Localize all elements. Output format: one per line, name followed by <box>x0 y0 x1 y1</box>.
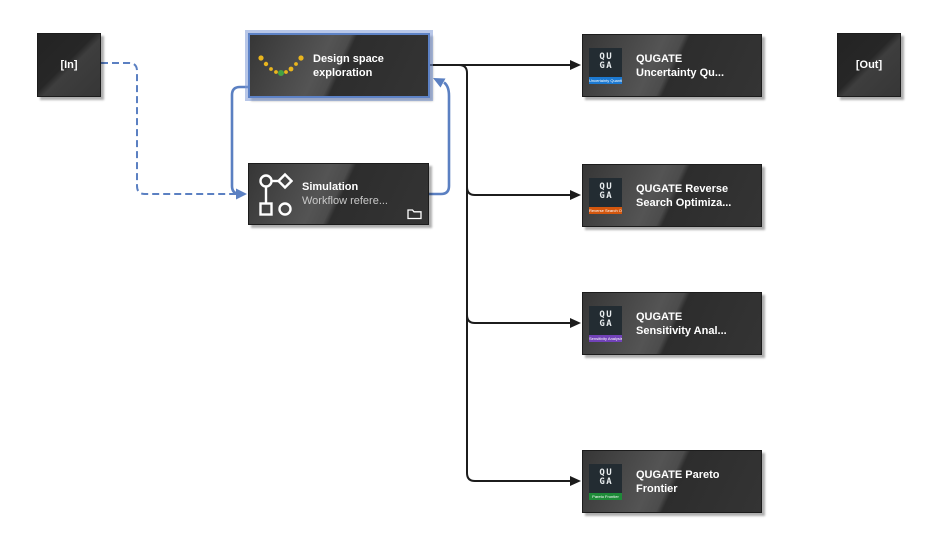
wire-design-to-qugate-rso[interactable] <box>466 186 570 196</box>
qugate-rso-banner: Reverse Search Optimization <box>589 206 622 214</box>
qugate-pareto-icon: QU GA Pareto Frontier <box>589 463 622 500</box>
wire-design-to-qugate-pareto[interactable] <box>458 64 570 482</box>
node-qugate-uq-label: QUGATE Uncertainty Qu... <box>636 52 725 79</box>
node-qugate-uncertainty-quantification[interactable]: QU GA Uncertainty Quantification QUGATE … <box>582 34 762 97</box>
qugate-sa-banner: Sensitivity Analysis <box>589 334 622 342</box>
qugate-pareto-banner: Pareto Frontier <box>589 492 622 500</box>
node-design-space-exploration[interactable]: Design space exploration <box>248 33 430 98</box>
green-dot-icon <box>278 69 284 76</box>
node-in[interactable]: [In] <box>37 33 101 97</box>
node-qugate-rso-label: QUGATE Reverse Search Optimiza... <box>636 182 732 209</box>
folder-icon <box>407 209 422 220</box>
node-out-label: [Out] <box>855 59 883 71</box>
node-qugate-sensitivity-analysis[interactable]: QU GA Sensitivity Analysis QUGATE Sensit… <box>582 292 762 355</box>
arrowhead-qugate-sa-icon <box>570 318 581 328</box>
wire-in-to-simulation[interactable] <box>101 62 236 195</box>
node-qugate-reverse-search-optimization[interactable]: QU GA Reverse Search Optimization QUGATE… <box>582 164 762 227</box>
node-design-label: Design space exploration <box>313 52 384 79</box>
node-simulation[interactable]: Simulation Workflow refere... <box>248 163 429 225</box>
node-qugate-pareto-label: QUGATE Pareto Frontier <box>636 468 720 495</box>
workflow-graph-icon <box>259 172 293 216</box>
node-out[interactable]: [Out] <box>837 33 901 97</box>
node-in-label: [In] <box>60 59 78 71</box>
qugate-sa-icon: QU GA Sensitivity Analysis <box>589 305 622 342</box>
wire-design-to-qugate-sa[interactable] <box>466 314 570 324</box>
qugate-uq-icon: QU GA Uncertainty Quantification <box>589 47 622 84</box>
dotted-curve-icon <box>258 54 304 76</box>
wire-design-to-simulation[interactable] <box>230 85 248 196</box>
qugate-uq-banner: Uncertainty Quantification <box>589 76 622 84</box>
node-qugate-sa-label: QUGATE Sensitivity Anal... <box>636 310 727 337</box>
qugate-rso-icon: QU GA Reverse Search Optimization <box>589 177 622 214</box>
arrowhead-design-input-icon <box>433 78 446 88</box>
node-qugate-pareto-frontier[interactable]: QU GA Pareto Frontier QUGATE Pareto Fron… <box>582 450 762 513</box>
wire-simulation-to-design[interactable] <box>429 81 451 196</box>
arrowhead-simulation-input-icon <box>236 188 247 200</box>
node-simulation-label: Simulation Workflow refere... <box>302 181 388 207</box>
arrowhead-qugate-rso-icon <box>570 190 581 200</box>
arrowhead-qugate-pareto-icon <box>570 476 581 486</box>
arrowhead-qugate-uq-icon <box>570 60 581 70</box>
